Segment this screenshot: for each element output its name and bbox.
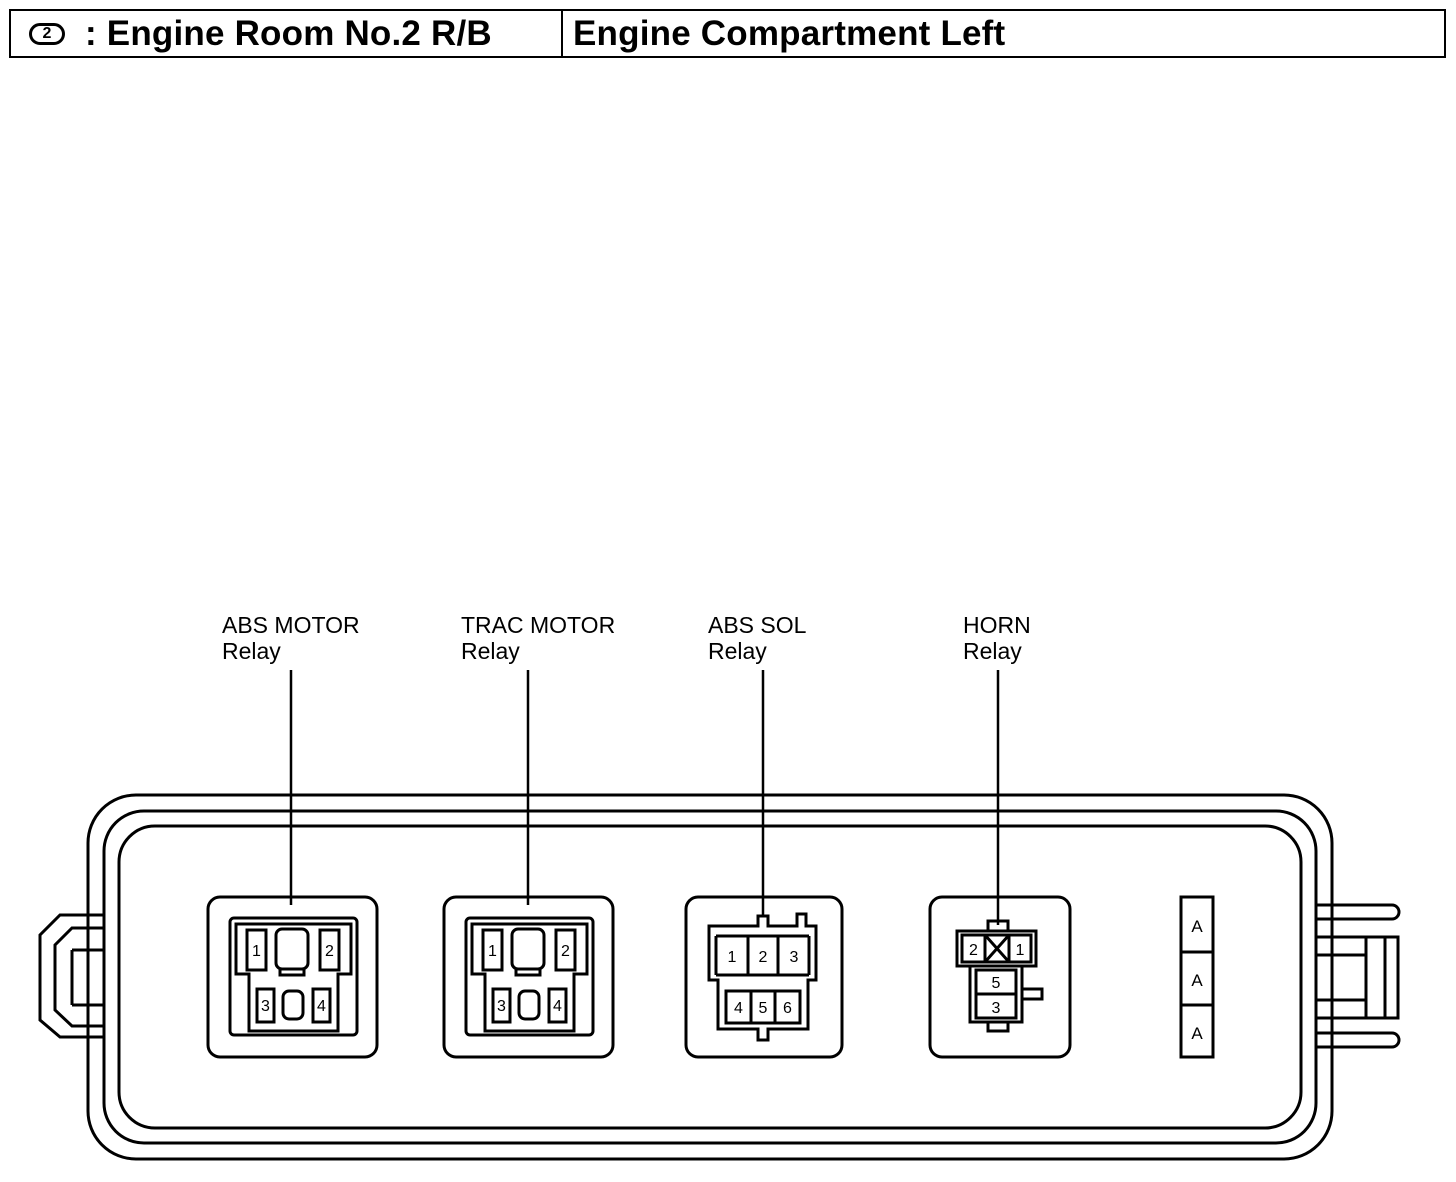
fuse-strip: A A A	[1179, 895, 1215, 1059]
pin-label: 1	[488, 943, 497, 960]
diagram-header: 2 : Engine Room No.2 R/B Engine Compartm…	[9, 9, 1446, 58]
pin-label: 4	[553, 998, 562, 1015]
pin-label: 2	[561, 943, 570, 960]
pin-label: 2	[325, 943, 334, 960]
pin-label: 6	[783, 1000, 792, 1017]
relay-label-line1: TRAC MOTOR	[461, 612, 615, 638]
fuse-labels: A A A	[1191, 917, 1203, 1043]
relay-label-trac-motor: TRAC MOTOR Relay	[461, 612, 615, 664]
pin-label: 3	[992, 1000, 1001, 1017]
relay-label-line1: HORN	[963, 612, 1031, 638]
pin-labels: 2 1 5 3	[969, 942, 1025, 1017]
relay-label-line2: Relay	[708, 638, 767, 664]
relay-socket-trac-motor: 1 2 3 4	[442, 895, 615, 1059]
relay-label-line1: ABS SOL	[708, 612, 807, 638]
pin-labels: 1 2 3 4 5 6	[728, 949, 799, 1017]
pin-label: 3	[261, 998, 270, 1015]
pin-label: 2	[759, 949, 768, 966]
relay-socket-horn: 2 1 5 3	[928, 895, 1072, 1059]
relay-label-line2: Relay	[222, 638, 281, 664]
pin-label: 5	[759, 1000, 768, 1017]
relay-label-horn: HORN Relay	[963, 612, 1031, 664]
pin-label: 5	[992, 975, 1001, 992]
fuse-label: A	[1191, 917, 1203, 936]
location-name: Engine Compartment Left	[573, 13, 1006, 53]
pin-label: 1	[728, 949, 737, 966]
pin-label: 1	[252, 943, 261, 960]
pin-label: 2	[969, 942, 978, 959]
relay-label-line2: Relay	[963, 638, 1022, 664]
right-latch	[1316, 903, 1401, 1049]
relay-label-abs-sol: ABS SOL Relay	[708, 612, 807, 664]
fuse-label: A	[1191, 1024, 1203, 1043]
pin-label: 4	[734, 1000, 743, 1017]
pin-labels: 1 2 3 4	[252, 943, 334, 1015]
connector-number-badge: 2	[29, 22, 65, 45]
left-latch	[38, 913, 104, 1039]
relay-block-name: : Engine Room No.2 R/B	[85, 13, 492, 53]
pin-label: 3	[497, 998, 506, 1015]
header-left-cell: 2 : Engine Room No.2 R/B	[11, 11, 563, 56]
relay-block-housing	[86, 793, 1334, 1161]
pin-label: 1	[1016, 942, 1025, 959]
relay-label-abs-motor: ABS MOTOR Relay	[222, 612, 360, 664]
pin-label: 3	[790, 949, 799, 966]
relay-socket-abs-motor: 1 2 3 4	[206, 895, 379, 1059]
relay-label-line2: Relay	[461, 638, 520, 664]
header-right-cell: Engine Compartment Left	[563, 11, 1444, 56]
pin-label: 4	[317, 998, 326, 1015]
pin-labels: 1 2 3 4	[488, 943, 570, 1015]
relay-label-line1: ABS MOTOR	[222, 612, 360, 638]
relay-socket-abs-sol: 1 2 3 4 5 6	[684, 895, 844, 1059]
fuse-label: A	[1191, 971, 1203, 990]
